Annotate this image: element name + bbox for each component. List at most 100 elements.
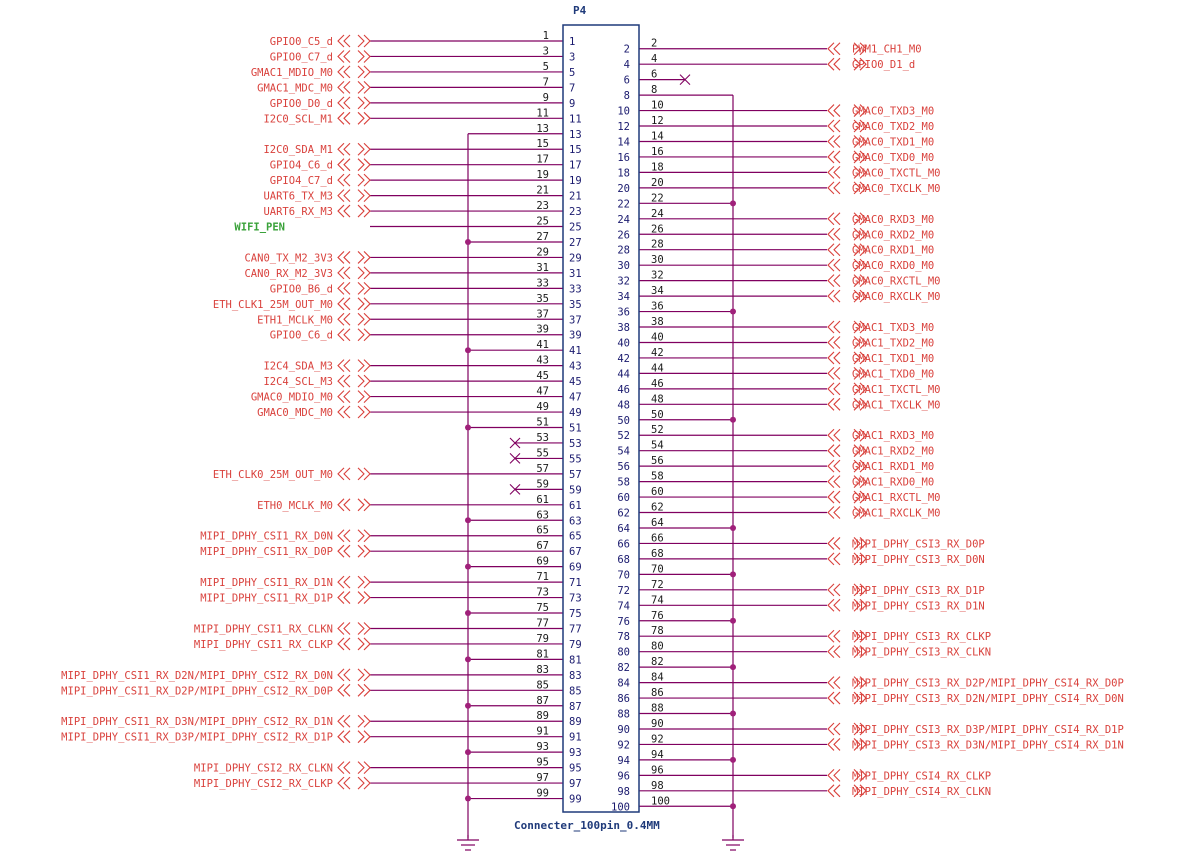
- junction-dot: [730, 416, 736, 423]
- port-symbol: [337, 544, 371, 558]
- port-chevron-out: [853, 227, 867, 241]
- body-pin-number: 39: [569, 330, 582, 342]
- wire-pin-number: 80: [651, 641, 664, 653]
- body-pin-number: 25: [569, 222, 582, 234]
- port-chevron-in: [827, 784, 841, 798]
- body-pin-number: 87: [569, 701, 582, 713]
- wire-pin-number: 36: [651, 301, 664, 313]
- port-chevron-out: [357, 204, 371, 218]
- body-pin-number: 12: [617, 121, 630, 133]
- wire-pin-number: 83: [536, 664, 549, 676]
- wire-pin-number: 84: [651, 672, 664, 684]
- body-pin-number: 72: [617, 585, 630, 597]
- port-chevron-out: [853, 42, 867, 56]
- port-chevron-in: [337, 189, 351, 202]
- left-net-label: ETH_CLK1_25M_OUT_M0: [213, 299, 333, 311]
- right-net-label: GMAC0_RXCTL_M0: [852, 276, 941, 288]
- port-chevron-out: [853, 552, 867, 566]
- port-chevron-in: [337, 50, 351, 63]
- body-pin-number: 11: [569, 113, 582, 125]
- port-chevron-out: [357, 266, 371, 280]
- port-symbol: [827, 537, 867, 550]
- port-chevron-out: [357, 34, 371, 48]
- wire-pin-number: 8: [651, 84, 657, 96]
- port-chevron-out: [357, 374, 371, 388]
- port-chevron-out: [853, 676, 867, 689]
- port-chevron-in: [827, 382, 841, 396]
- left-net-label: CAN0_RX_M2_3V3: [244, 268, 333, 280]
- left-net-label: MIPI_DPHY_CSI1_RX_D1P: [200, 593, 333, 605]
- body-pin-number: 58: [617, 477, 630, 489]
- body-pin-number: 20: [617, 183, 630, 195]
- junction-dot: [730, 664, 736, 671]
- port-chevron-out: [853, 583, 867, 597]
- body-pin-number: 13: [569, 129, 582, 141]
- wire-pin-number: 6: [651, 69, 657, 81]
- no-connect-icon: [679, 74, 691, 86]
- port-chevron-out: [853, 397, 867, 411]
- body-pin-number: 21: [569, 191, 582, 203]
- body-pin-number: 81: [569, 654, 582, 666]
- wire-pin-number: 9: [543, 92, 549, 104]
- left-net-label: I2C4_SDA_M3: [263, 361, 333, 373]
- wire-pin-number: 77: [536, 617, 549, 629]
- junction-dot: [730, 571, 736, 578]
- wire-pin-number: 7: [543, 76, 549, 88]
- wires-layer: [370, 40, 827, 838]
- port-chevron-in: [827, 428, 841, 442]
- port-chevron-in: [827, 227, 841, 241]
- port-chevron-in: [337, 173, 351, 187]
- wire-pin-number: 22: [651, 192, 664, 204]
- port-chevron-out: [853, 598, 867, 612]
- port-symbol: [827, 583, 867, 597]
- body-pin-number: 43: [569, 361, 582, 373]
- wire-pin-number: 42: [651, 347, 664, 359]
- body-pin-number: 78: [617, 631, 630, 643]
- body-pin-number: 17: [569, 160, 582, 172]
- junction-dot: [465, 347, 471, 354]
- port-symbol: [827, 784, 867, 798]
- body-pin-number: 27: [569, 237, 582, 249]
- port-chevron-out: [853, 475, 867, 488]
- port-chevron-out: [357, 714, 371, 728]
- left-net-label: GPIO4_C6_d: [270, 160, 333, 172]
- port-chevron-in: [337, 297, 351, 311]
- wire-pin-number: 14: [651, 130, 664, 142]
- left-net-label: MIPI_DPHY_CSI1_RX_D3N/MIPI_DPHY_CSI2_RX_…: [61, 716, 333, 728]
- port-symbol: [827, 459, 867, 473]
- port-chevron-in: [827, 166, 841, 179]
- port-chevron-in: [337, 312, 351, 326]
- port-symbol: [337, 251, 371, 264]
- body-pin-number: 40: [617, 337, 630, 349]
- body-pin-number: 96: [617, 770, 630, 782]
- right-net-label: GMAC0_RXD0_M0: [852, 260, 934, 272]
- wire-pin-number: 24: [651, 208, 664, 220]
- body-pin-number: 83: [569, 670, 582, 682]
- body-pin-number: 14: [617, 136, 630, 148]
- port-chevron-in: [337, 65, 351, 79]
- wire-pin-number: 64: [651, 517, 664, 529]
- right-net-label: GMAC0_TXCLK_M0: [852, 183, 941, 195]
- body-pin-number: 15: [569, 144, 582, 156]
- wire-pin-number: 85: [536, 679, 549, 691]
- port-symbol: [337, 359, 371, 373]
- port-chevron-out: [853, 382, 867, 396]
- port-chevron-in: [337, 730, 351, 744]
- port-symbol: [827, 475, 867, 488]
- port-chevron-in: [827, 537, 841, 550]
- right-net-label: MIPI_DPHY_CSI3_RX_D1P: [852, 585, 985, 597]
- port-chevron-in: [827, 490, 841, 504]
- wire-pin-number: 95: [536, 757, 549, 769]
- port-symbol: [827, 367, 867, 380]
- port-chevron-out: [853, 506, 867, 519]
- port-chevron-out: [357, 683, 371, 697]
- wire-pin-number: 31: [536, 262, 549, 274]
- right-net-label: GMAC1_TXCLK_M0: [852, 399, 941, 411]
- port-symbol: [827, 444, 867, 458]
- wire-pin-number: 51: [536, 417, 549, 429]
- right-net-label: MIPI_DPHY_CSI3_RX_D2P/MIPI_DPHY_CSI4_RX_…: [852, 678, 1124, 690]
- port-chevron-in: [337, 374, 351, 388]
- port-symbol: [337, 297, 371, 311]
- port-chevron-in: [337, 142, 351, 156]
- port-chevron-in: [337, 34, 351, 48]
